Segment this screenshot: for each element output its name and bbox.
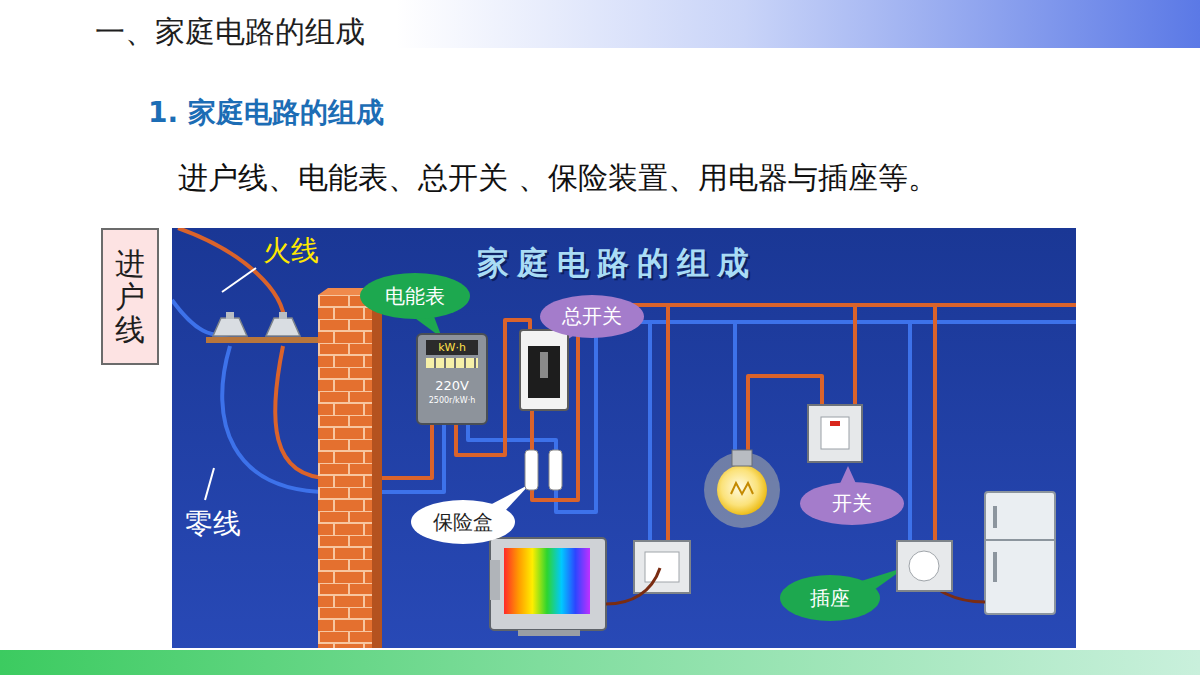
- tv-socket: [645, 552, 679, 582]
- wall-switch-callout: 开关: [800, 482, 904, 525]
- circuit-panel-text: 家庭电路的组成: [477, 242, 757, 286]
- switch-callout: 总开关: [540, 295, 644, 338]
- television: [518, 630, 580, 636]
- main-switch: [528, 346, 560, 398]
- live-wire: [530, 410, 534, 450]
- neutral-wire: [908, 322, 912, 541]
- refrigerator: [985, 492, 1055, 614]
- insulator-bracket: [206, 312, 322, 343]
- live-wire: [666, 305, 670, 541]
- tv-socket: [634, 541, 690, 593]
- main-switch: [520, 330, 568, 410]
- neutral-wire: [733, 322, 737, 452]
- brick-wall: [372, 295, 382, 648]
- live-wire: [178, 228, 1076, 541]
- light-bulb: [717, 465, 767, 515]
- entry-line-box-text: 进户线: [115, 247, 145, 346]
- neutral-wire-label: 零线: [185, 505, 241, 543]
- footer-band: [0, 650, 1200, 675]
- insulator-bracket: [266, 318, 300, 336]
- main-switch: [540, 352, 548, 378]
- fridge-socket: [897, 541, 952, 591]
- live-wire-label: 火线: [263, 232, 319, 270]
- wall-switch: [830, 421, 840, 426]
- brick-wall: [318, 288, 382, 648]
- light-bulb: [704, 450, 780, 528]
- wall-switch: [821, 417, 849, 449]
- panel-ground: [172, 228, 1076, 648]
- neutral-wire: [556, 322, 1076, 512]
- energy-meter: kW·h 220V 2500r/kW·h: [416, 333, 488, 425]
- fuse-box: [549, 450, 562, 490]
- light-bulb: [731, 483, 753, 494]
- fuse-callout-text: 保险盒: [433, 509, 493, 536]
- television: [490, 538, 606, 636]
- slide-title: 一、家庭电路的组成: [95, 12, 365, 53]
- refrigerator: [993, 506, 997, 528]
- neutral-wire: [648, 322, 652, 541]
- leader-lines: [222, 268, 256, 292]
- fridge-socket: [897, 541, 952, 591]
- meter-callout-text: 电能表: [385, 283, 445, 310]
- fuse-box: [525, 450, 538, 490]
- fuse-callout: 保险盒: [411, 500, 515, 544]
- brick-wall: [318, 295, 372, 648]
- meter-digits: [426, 358, 478, 368]
- insulator-bracket: [226, 312, 234, 319]
- refrigerator: [993, 552, 997, 582]
- summary-text: 进户线、电能表、总开关 、保险装置、用电器与插座等。: [178, 158, 938, 199]
- fridge-socket: [909, 551, 939, 581]
- energy-meter-text: kW·h: [426, 340, 478, 355]
- wall-switch: [808, 405, 862, 462]
- live-wire: [853, 305, 857, 406]
- insulator-bracket: [213, 318, 247, 336]
- live-wire: [933, 305, 937, 541]
- television: [504, 548, 590, 614]
- section-heading: 1. 家庭电路的组成: [148, 94, 384, 132]
- television: [490, 538, 606, 630]
- circuit-illustration: [172, 228, 1076, 648]
- wall-switch: [808, 405, 862, 462]
- main-switch: [520, 330, 568, 410]
- tv-socket: [606, 541, 690, 604]
- neutral-wire: [468, 424, 556, 450]
- socket-callout: 插座: [780, 575, 880, 621]
- switch-callout-text: 总开关: [562, 303, 622, 330]
- tv-socket: [606, 568, 660, 604]
- insulator-bracket: [279, 312, 287, 319]
- socket-callout-text: 插座: [810, 585, 850, 612]
- energy-meter-text: 220V: [435, 378, 469, 393]
- leader-lines: [205, 468, 214, 500]
- light-bulb: [732, 450, 752, 466]
- circuit-panel: 家庭电路的组成电能表 kW·h 220V 2500r/kW·h 总开关保险盒 开关插座: [172, 228, 1076, 648]
- meter-callout: 电能表: [360, 273, 470, 319]
- energy-meter-text: 2500r/kW·h: [429, 396, 476, 405]
- television: [490, 560, 500, 600]
- neutral-wire: [172, 300, 1076, 541]
- insulator-bracket: [206, 337, 322, 343]
- wall-switch-callout-text: 开关: [832, 490, 872, 517]
- refrigerator: [985, 539, 1055, 541]
- fuse-box: [525, 450, 562, 490]
- entry-line-box: 进户线: [101, 228, 159, 365]
- leader-lines: [205, 268, 256, 500]
